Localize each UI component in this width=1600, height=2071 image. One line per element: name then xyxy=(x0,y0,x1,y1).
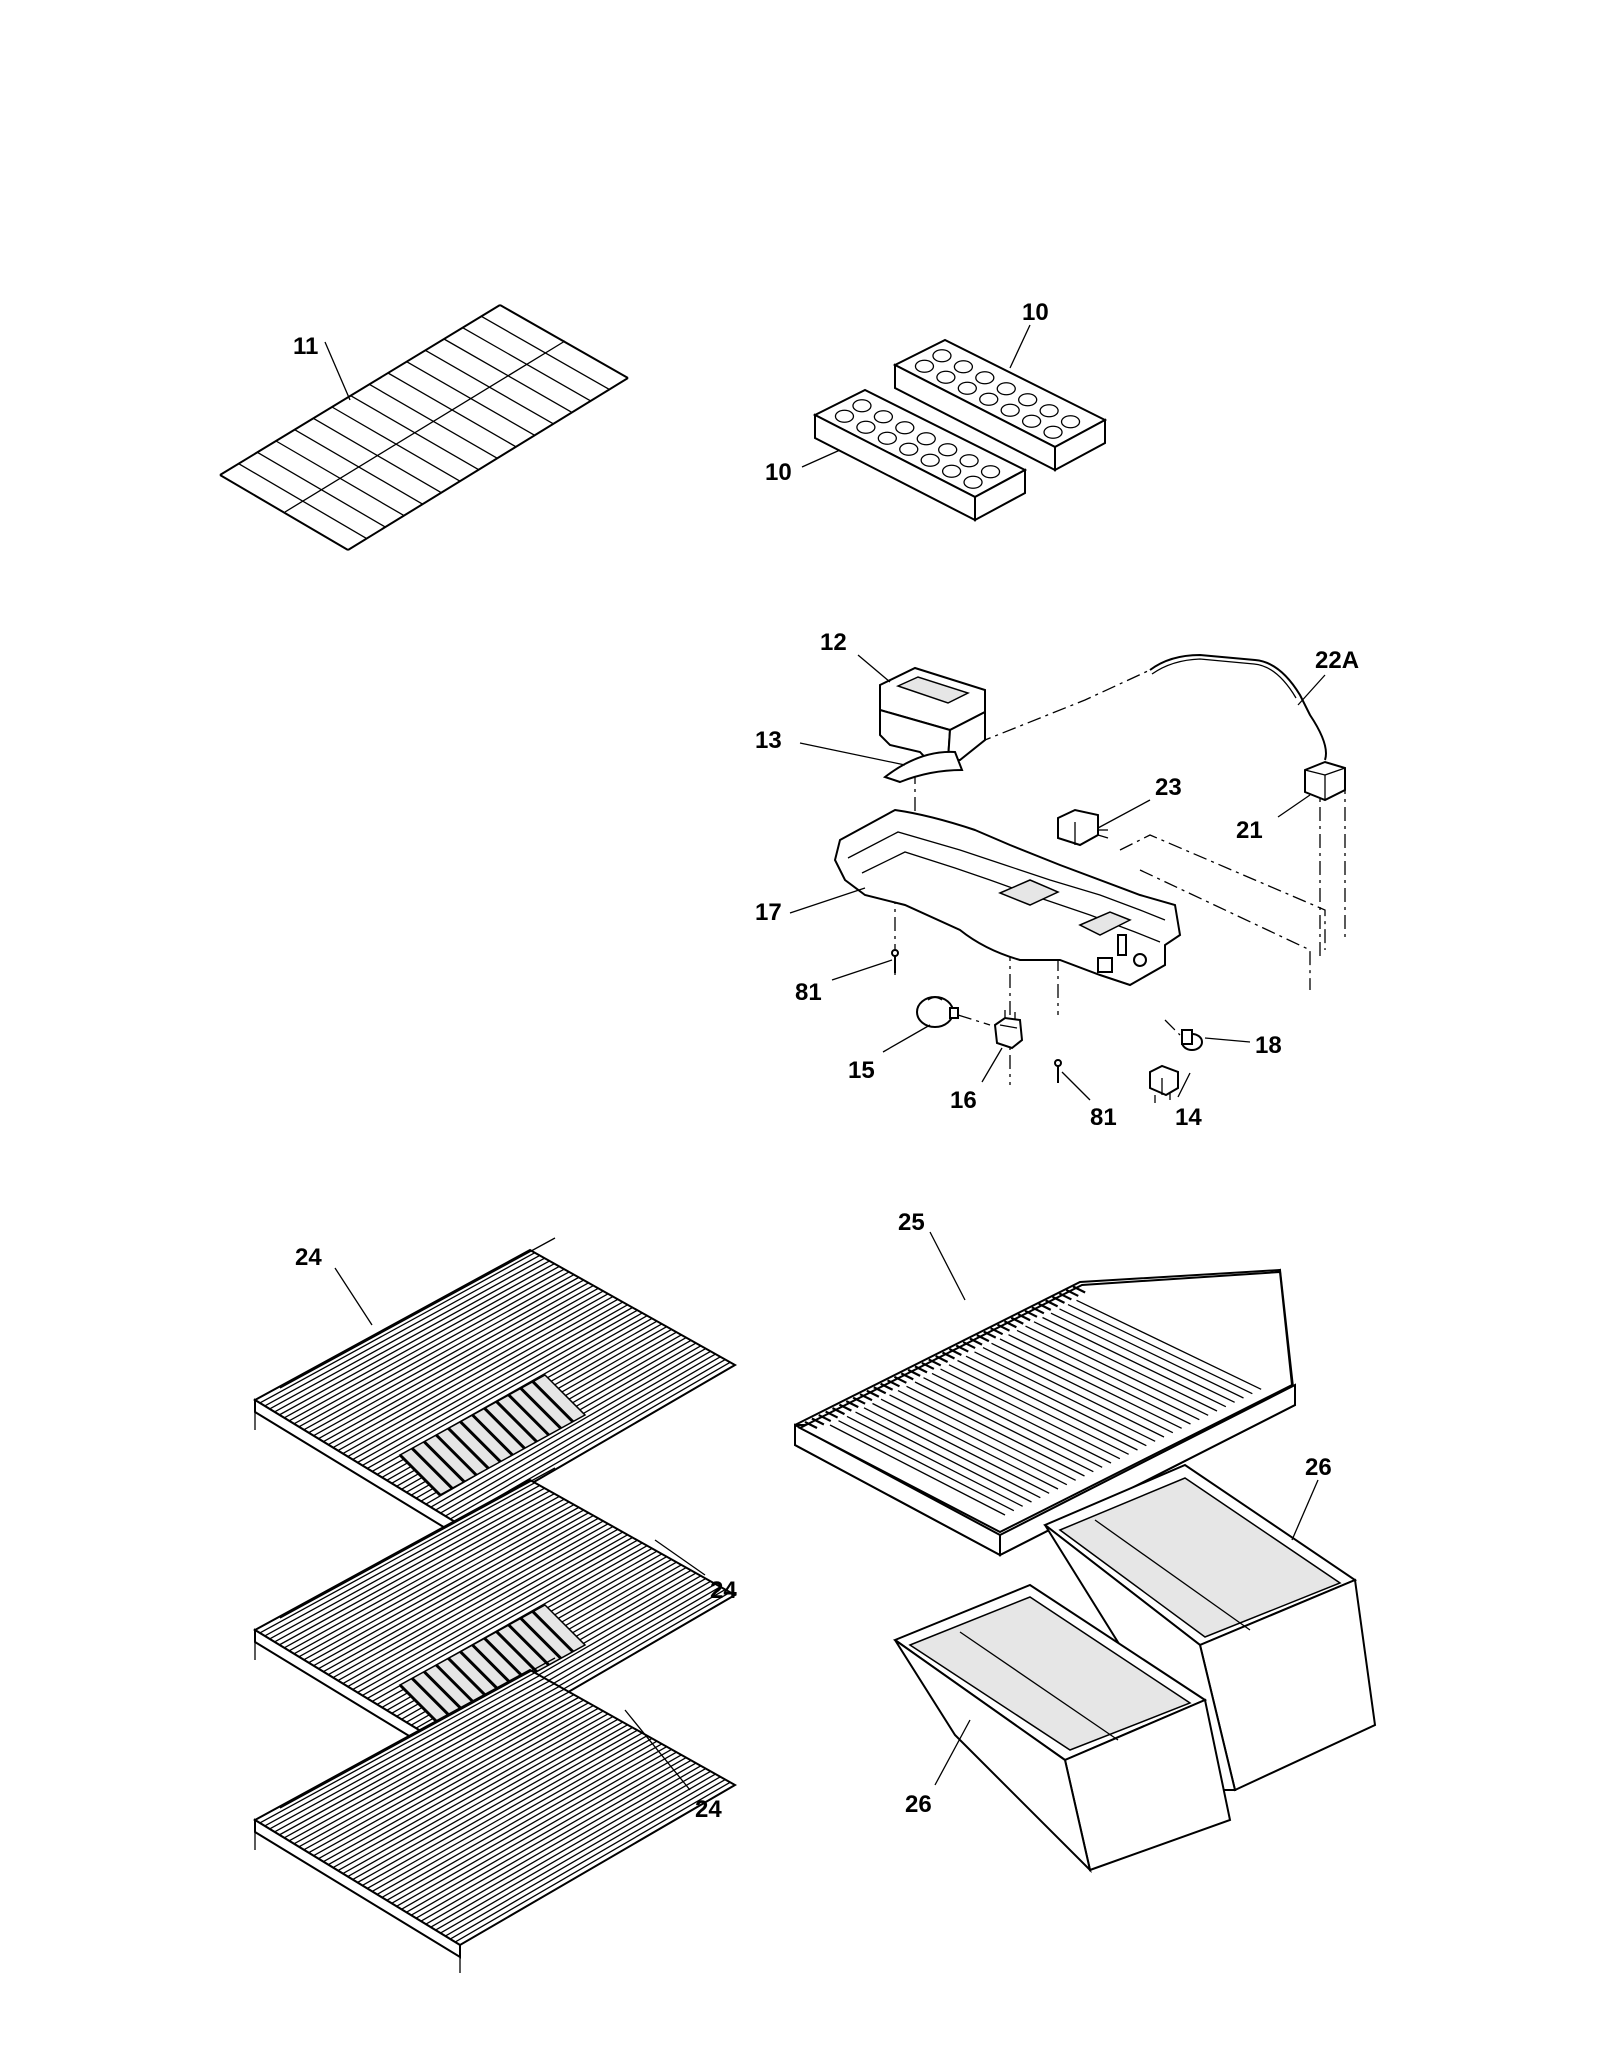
control-switch xyxy=(1057,808,1109,847)
wire-shelf xyxy=(253,1237,738,1553)
svg-text:10: 10 xyxy=(1022,299,1049,326)
refrigerator-wire-shelves xyxy=(253,1237,738,1973)
light-bulb xyxy=(916,996,959,1028)
callout-21: 21 xyxy=(1236,794,1311,844)
callout-13: 13 xyxy=(755,727,906,766)
wire-harness xyxy=(1149,653,1327,761)
svg-text:26: 26 xyxy=(1305,1454,1332,1481)
svg-text:24: 24 xyxy=(710,1577,737,1604)
svg-text:17: 17 xyxy=(755,899,782,926)
callout-24-top: 24 xyxy=(295,1244,373,1326)
wire-shelf xyxy=(253,1657,738,1973)
svg-text:11: 11 xyxy=(293,333,318,360)
svg-text:15: 15 xyxy=(848,1057,875,1084)
knob xyxy=(1181,1029,1203,1051)
light-housing xyxy=(833,808,1182,987)
svg-text:26: 26 xyxy=(905,1791,932,1818)
svg-text:10: 10 xyxy=(765,459,792,486)
crisper-cover xyxy=(794,1268,1297,1557)
callout-24-bottom: 24 xyxy=(624,1709,722,1823)
svg-text:22A: 22A xyxy=(1315,647,1359,674)
ice-tray-back xyxy=(892,338,1108,472)
callout-12: 12 xyxy=(820,629,891,683)
svg-text:13: 13 xyxy=(755,727,782,754)
svg-text:25: 25 xyxy=(898,1209,925,1236)
freezer-wire-shelf xyxy=(219,304,629,551)
callout-25: 25 xyxy=(898,1209,966,1301)
callout-18: 18 xyxy=(1204,1032,1282,1059)
svg-text:21: 21 xyxy=(1236,817,1263,844)
svg-text:12: 12 xyxy=(820,629,847,656)
svg-text:14: 14 xyxy=(1175,1104,1202,1131)
callout-10-bottom: 10 xyxy=(765,449,841,486)
svg-text:18: 18 xyxy=(1255,1032,1282,1059)
callout-14: 14 xyxy=(1175,1072,1202,1131)
screw-right xyxy=(1054,1059,1062,1083)
svg-text:81: 81 xyxy=(1090,1104,1117,1131)
callout-81-left: 81 xyxy=(795,959,893,1006)
callout-17: 17 xyxy=(755,887,866,926)
crisper-drawer-left xyxy=(892,1583,1232,1874)
svg-text:23: 23 xyxy=(1155,774,1182,801)
screw-left xyxy=(891,949,899,973)
ice-tray-front xyxy=(812,388,1028,522)
svg-text:24: 24 xyxy=(295,1244,322,1271)
callout-24-middle: 24 xyxy=(654,1539,737,1604)
callout-10-top: 10 xyxy=(1009,299,1049,369)
door-switch xyxy=(1149,1064,1179,1103)
callout-23: 23 xyxy=(1097,774,1182,829)
wire-shelf xyxy=(253,1467,738,1783)
callout-26-right: 26 xyxy=(1291,1454,1332,1541)
callout-22a: 22A xyxy=(1297,647,1359,706)
svg-text:24: 24 xyxy=(695,1796,722,1823)
callout-16: 16 xyxy=(950,1047,1003,1114)
callout-81-right: 81 xyxy=(1061,1071,1117,1131)
svg-text:81: 81 xyxy=(795,979,822,1006)
svg-text:16: 16 xyxy=(950,1087,977,1114)
thermostat-control xyxy=(1304,760,1346,802)
callout-26-left: 26 xyxy=(905,1719,971,1818)
light-socket xyxy=(993,1010,1024,1050)
light-lens xyxy=(882,750,964,784)
callout-11: 11 xyxy=(293,333,351,401)
callout-15: 15 xyxy=(848,1024,931,1084)
